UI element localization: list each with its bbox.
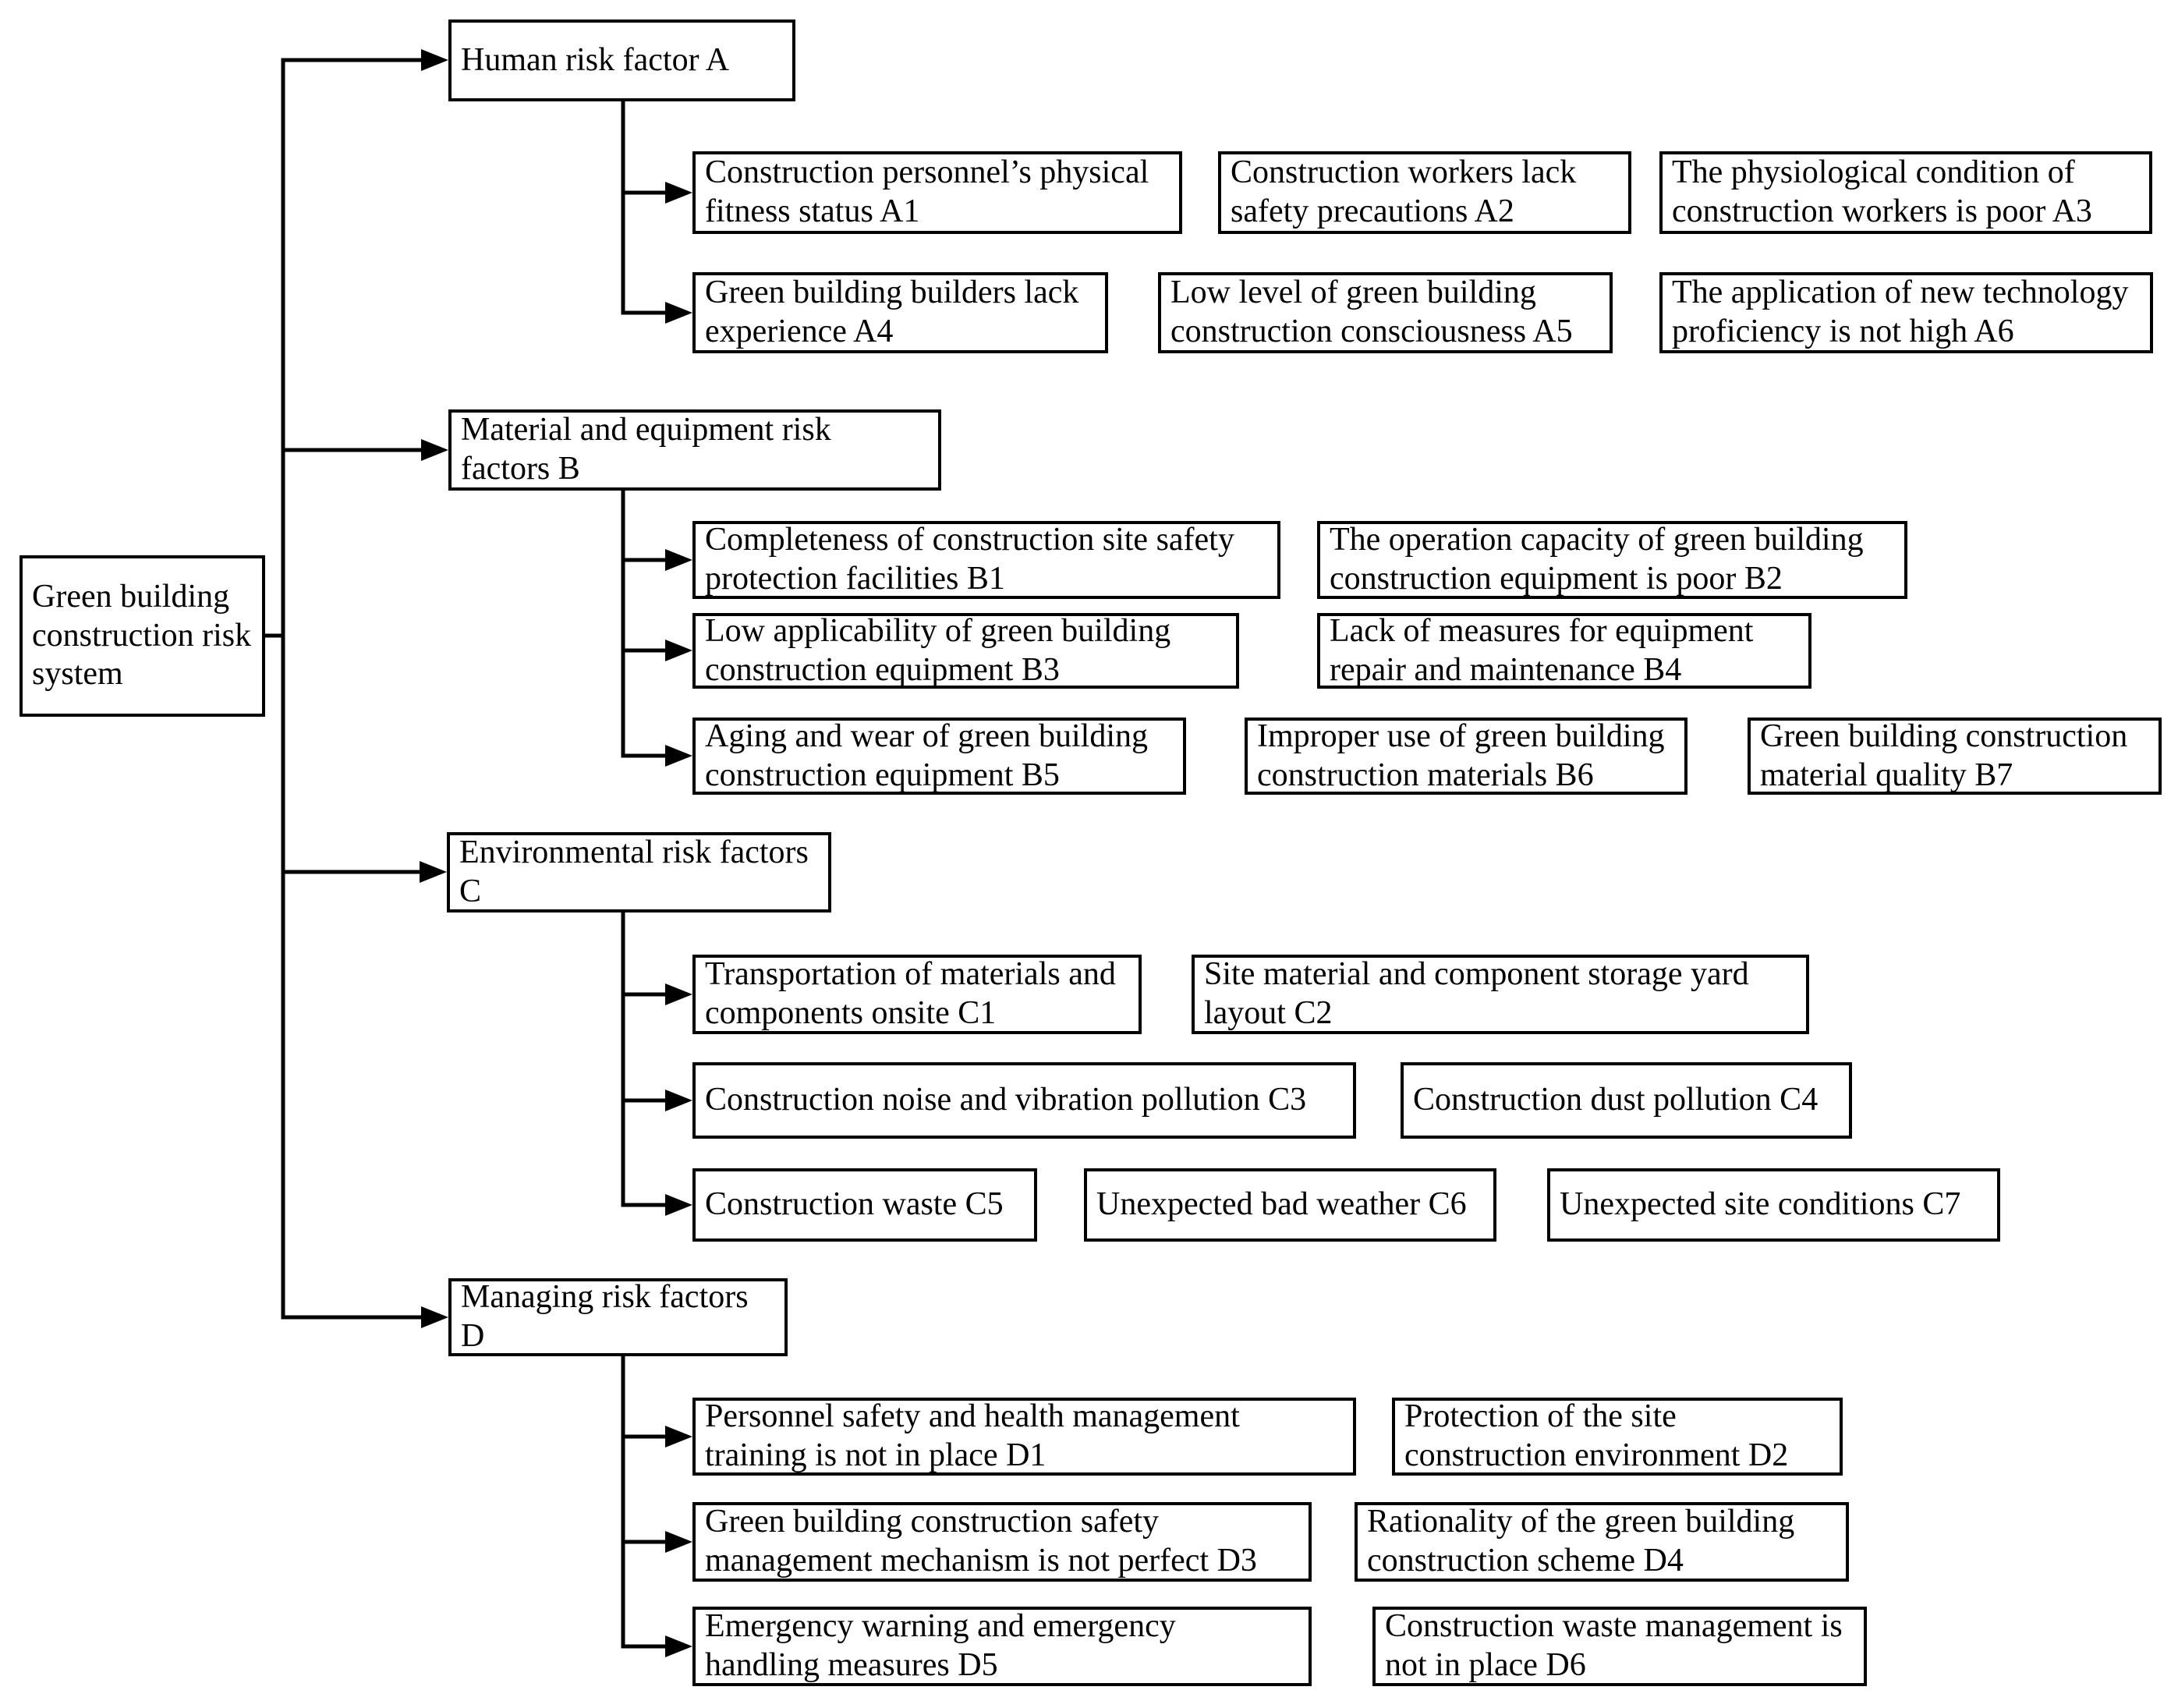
node-d5: Emergency warning and emergency handling… — [692, 1607, 1312, 1686]
node-c5: Construction waste C5 — [692, 1168, 1037, 1242]
connector-branch-d — [281, 1306, 448, 1328]
node-c: Environmental risk factors C — [447, 832, 831, 912]
node-c3: Construction noise and vibration polluti… — [692, 1062, 1356, 1139]
node-d1: Personnel safety and health management t… — [692, 1398, 1356, 1476]
connector-subtree-b — [621, 488, 692, 767]
node-b2: The operation capacity of green building… — [1317, 521, 1907, 599]
node-b4: Lack of measures for equipment repair an… — [1317, 613, 1811, 689]
node-root: Green building construction risk system — [19, 555, 265, 717]
node-c1: Transportation of materials and componen… — [692, 955, 1142, 1034]
node-a3: The physiological condition of construct… — [1659, 151, 2152, 234]
node-c4: Construction dust pollution C4 — [1401, 1062, 1852, 1139]
node-b7: Green building construction material qua… — [1748, 718, 2162, 795]
node-d6: Construction waste management is not in … — [1372, 1607, 1867, 1686]
node-a2: Construction workers lack safety precaut… — [1218, 151, 1631, 234]
node-a1: Construction personnel’s physical fitnes… — [692, 151, 1182, 234]
connector-root-link — [263, 58, 285, 1320]
node-c6: Unexpected bad weather C6 — [1084, 1168, 1496, 1242]
connector-branch-c — [281, 861, 447, 883]
connector-subtree-c — [621, 910, 692, 1216]
node-d2: Protection of the site construction envi… — [1392, 1398, 1843, 1476]
connector-branch-a — [281, 49, 448, 71]
connector-subtree-a — [621, 99, 692, 324]
node-c7: Unexpected site conditions C7 — [1547, 1168, 2000, 1242]
node-a4: Green building builders lack experience … — [692, 272, 1108, 353]
connector-subtree-d — [621, 1354, 692, 1657]
node-a: Human risk factor A — [448, 19, 795, 101]
connector-branch-b — [281, 439, 448, 461]
node-b3: Low applicability of green building cons… — [692, 613, 1239, 689]
node-a5: Low level of green building construction… — [1158, 272, 1613, 353]
node-d3: Green building construction safety manag… — [692, 1502, 1312, 1582]
node-c2: Site material and component storage yard… — [1192, 955, 1809, 1034]
node-d4: Rationality of the green building constr… — [1355, 1502, 1849, 1582]
node-b6: Improper use of green building construct… — [1245, 718, 1688, 795]
node-a6: The application of new technology profic… — [1659, 272, 2153, 353]
node-b5: Aging and wear of green building constru… — [692, 718, 1186, 795]
node-b: Material and equipment risk factors B — [448, 409, 941, 491]
node-d: Managing risk factors D — [448, 1278, 788, 1356]
node-b1: Completeness of construction site safety… — [692, 521, 1280, 599]
